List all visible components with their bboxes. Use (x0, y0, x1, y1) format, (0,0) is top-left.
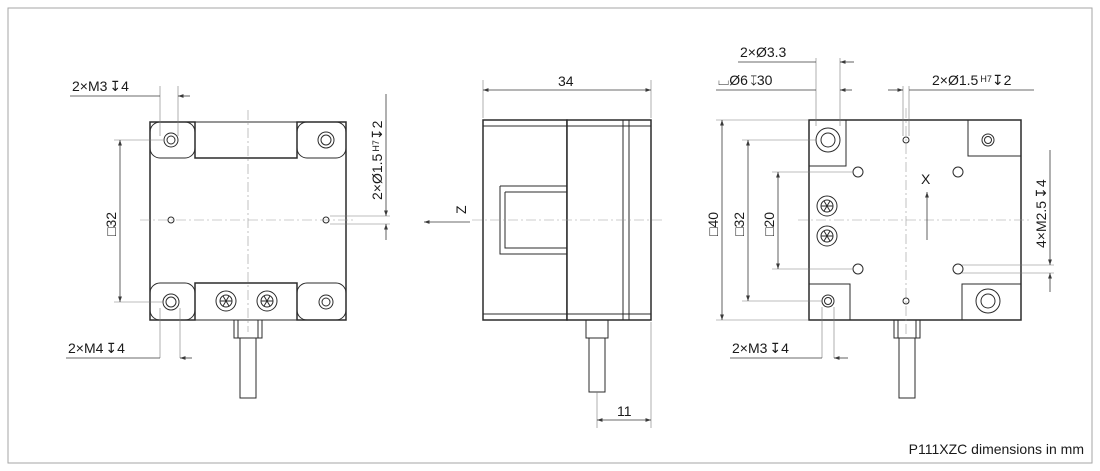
x-axis-label: X (921, 171, 931, 187)
right-connector-1 (816, 195, 838, 217)
middle-view: Z 34 11 (424, 73, 662, 428)
depth-symbol: ↧ (992, 72, 1004, 88)
svg-text:2×Ø1.5H7↧2: 2×Ø1.5H7↧2 (369, 120, 385, 200)
left-pin-depth: 2 (369, 120, 385, 128)
svg-text:⌴Ø6↧30: ⌴Ø6↧30 (718, 72, 773, 88)
square-symbol: □ (705, 227, 721, 236)
depth-symbol: ↧ (750, 72, 757, 88)
svg-text:2×Ø1.5H7↧2: 2×Ø1.5H7↧2 (932, 72, 1012, 88)
left-view: 2×M3↧4 2×M4↧4 □32 2×Ø1.5H7↧2 (66, 78, 390, 399)
right-m25-hole-4 (952, 263, 964, 275)
left-cable (233, 320, 263, 399)
right-pin-holes-label: 2×Ø1.5 (932, 72, 979, 88)
depth-symbol: ↧ (369, 128, 385, 140)
svg-text:2×M3↧4: 2×M3↧4 (732, 340, 789, 356)
drawing-caption: P111XZC dimensions in mm (909, 441, 1084, 457)
right-outer-square: 40 (705, 212, 721, 228)
left-pin-fit: H7 (371, 140, 381, 152)
right-pin-hole-bottom (902, 297, 910, 305)
right-counterbore-depth: 30 (757, 72, 773, 88)
left-hole-br (318, 294, 334, 310)
depth-symbol: ↧ (105, 340, 117, 356)
middle-cable-offset-label: 11 (617, 403, 632, 419)
left-thread-top-depth: 4 (121, 78, 129, 94)
right-bore-label: 2×Ø3.3 (740, 44, 787, 60)
right-thread-side-depth: 4 (1033, 179, 1049, 187)
left-hole-bl-inner (165, 296, 177, 308)
right-counterbore-br (975, 288, 1001, 314)
svg-text:□32: □32 (731, 212, 747, 236)
right-m25-hole-2 (952, 166, 964, 178)
left-hole-tr-inner (320, 134, 332, 146)
left-plate (149, 121, 347, 321)
drawing-frame (7, 7, 1093, 464)
left-hole-tl (163, 132, 179, 148)
svg-text:4×M2.5↧4: 4×M2.5 ↧4 (1033, 179, 1049, 248)
left-thread-top-label: 2×M3 (72, 78, 108, 94)
depth-symbol: ↧ (109, 78, 121, 94)
depth-symbol: ↧ (1033, 187, 1049, 199)
right-hole-tr (981, 133, 995, 147)
depth-symbol: ↧ (769, 340, 781, 356)
left-pin-hole-1 (167, 216, 175, 224)
z-axis-label: Z (453, 205, 469, 214)
right-connector-2 (816, 225, 838, 247)
square-symbol: □ (103, 227, 119, 236)
square-symbol: □ (761, 227, 777, 236)
middle-cable (585, 320, 609, 393)
left-square-size: 32 (103, 212, 119, 228)
svg-text:2×M4↧4: 2×M4↧4 (68, 340, 125, 356)
right-thread-bottom-label: 2×M3 (732, 340, 768, 356)
left-connector-2 (256, 290, 278, 312)
right-pin-hole-top (902, 136, 910, 144)
left-connector-1 (215, 290, 237, 312)
right-pin-depth: 2 (1004, 72, 1012, 88)
left-pin-hole-2 (322, 216, 330, 224)
left-pin-holes-label: 2×Ø1.5 (369, 153, 385, 200)
right-thread-side-label: 4×M2.5 (1033, 201, 1049, 248)
right-inner-square: 32 (731, 212, 747, 228)
svg-text:□32: □32 (103, 212, 119, 236)
svg-text:□40: □40 (705, 212, 721, 236)
counterbore-symbol: ⌴ (718, 72, 729, 88)
right-counterbore-label: Ø6 (729, 72, 748, 88)
svg-text:2×M3↧4: 2×M3↧4 (72, 78, 129, 94)
right-pin-fit: H7 (980, 74, 992, 84)
right-small-square: 20 (761, 212, 777, 228)
middle-slot (499, 185, 567, 255)
left-hole-br-inner (321, 297, 331, 307)
svg-text:□20: □20 (761, 212, 777, 236)
left-thread-bottom-depth: 4 (117, 340, 125, 356)
left-hole-tr (317, 131, 335, 149)
middle-width-label: 34 (558, 73, 574, 89)
right-thread-bottom-depth: 4 (781, 340, 789, 356)
left-thread-bottom-label: 2×M4 (68, 340, 104, 356)
square-symbol: □ (731, 227, 747, 236)
left-hole-tl-inner (166, 135, 176, 145)
right-cable (893, 320, 921, 399)
